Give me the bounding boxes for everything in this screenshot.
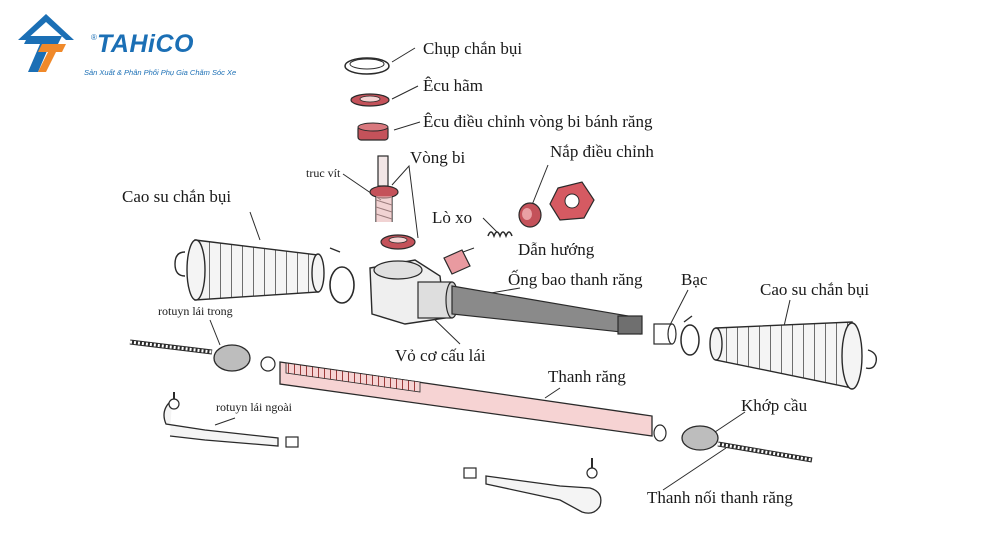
registered-mark: ®: [91, 33, 97, 42]
adjust-cover-part: [518, 181, 595, 228]
label-guide: Dẫn hướng: [518, 240, 595, 259]
tahico-logo: ® TAHiCO Sản Xuất & Phân Phối Phụ Gia Ch…: [12, 10, 242, 78]
outer-tie-rod-right-part: [463, 458, 602, 514]
adjust-nut-part: [357, 122, 389, 141]
steering-housing-part: [369, 259, 459, 325]
label-boot-right: Cao su chắn bụi: [760, 280, 870, 299]
bearing-part: [380, 234, 416, 250]
inner-tie-rod-part: [129, 339, 276, 372]
label-rack-tube: Ống bao thanh răng: [508, 270, 643, 289]
label-bushing: Bạc: [681, 270, 708, 289]
label-bearing: Vòng bi: [410, 148, 466, 167]
worm-shaft-part: [369, 155, 399, 222]
label-worm-shaft: truc vít: [306, 166, 341, 180]
guide-part: [443, 249, 471, 275]
outer-tie-rod-left-part: [163, 392, 299, 448]
right-dust-boot-part: [709, 321, 878, 390]
ball-joint-part: [681, 425, 813, 463]
label-boot-left: Cao su chắn bụi: [122, 187, 232, 206]
label-adjust-cover: Nắp điều chỉnh: [550, 142, 654, 161]
brand-name: TAHiCO: [97, 30, 194, 58]
spring-part: [487, 231, 513, 239]
dust-cap-part: [344, 57, 390, 75]
label-spring: Lò xo: [432, 208, 473, 227]
label-housing: Vỏ cơ cấu lái: [395, 346, 486, 365]
tahico-mark-icon: [18, 14, 74, 72]
label-lock-nut: Êcu hãm: [423, 76, 483, 95]
left-dust-boot-part: [174, 239, 355, 304]
bushing-part: [653, 315, 700, 356]
label-inner-tie-rod: rotuyn lái trong: [158, 304, 233, 318]
label-ball-joint: Khớp cầu: [741, 396, 808, 415]
label-rack: Thanh răng: [548, 367, 626, 386]
label-tie-rod: Thanh nối thanh răng: [647, 488, 793, 507]
lock-nut-part: [350, 93, 390, 107]
rack-part: [279, 361, 667, 442]
label-outer-tie-rod: rotuyn lái ngoài: [216, 400, 292, 414]
brand-tagline: Sản Xuất & Phân Phối Phụ Gia Chăm Sóc Xe: [84, 68, 237, 77]
rack-tube-part: [451, 285, 643, 335]
label-adjust-nut: Êcu điều chỉnh vòng bi bánh răng: [423, 112, 653, 131]
label-dust-cap: Chụp chắn bụi: [423, 39, 523, 58]
